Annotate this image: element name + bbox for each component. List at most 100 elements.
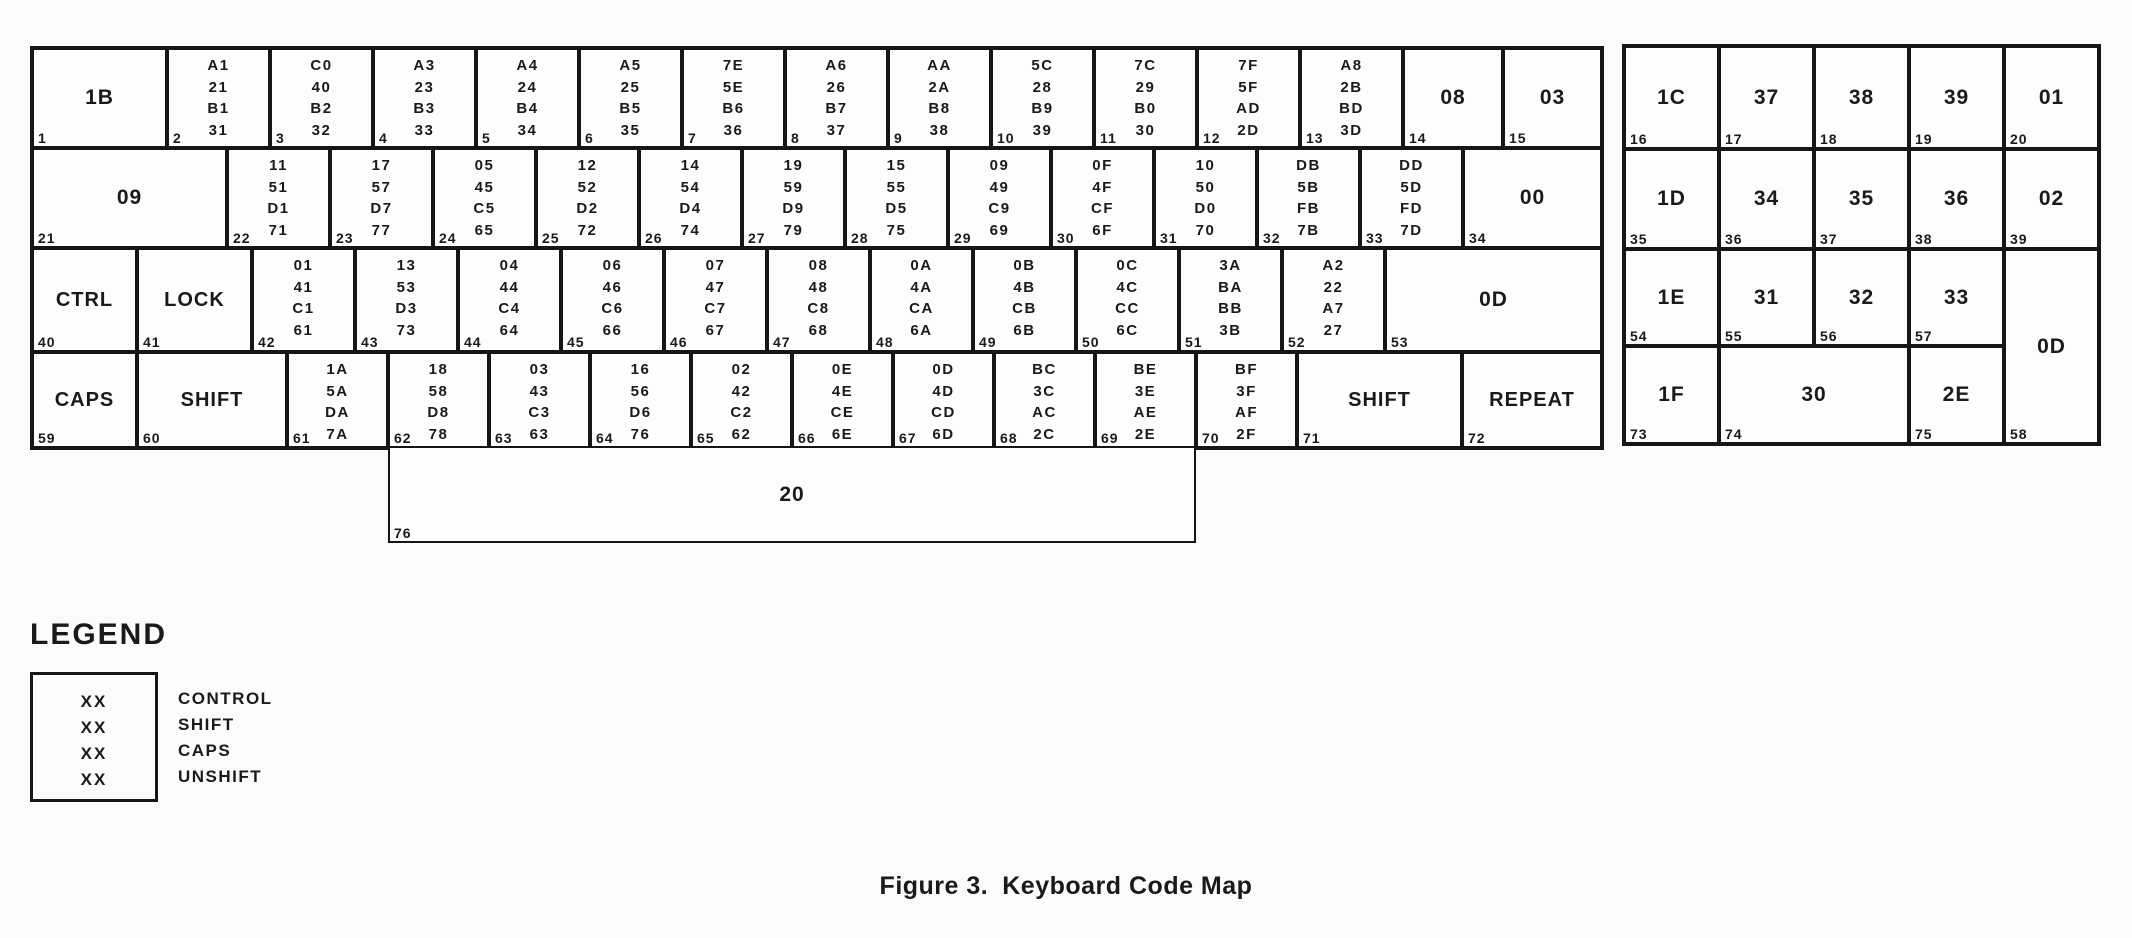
key-code: C7 [704,300,727,317]
key-code: A5 [619,57,642,74]
key-code: 52 [577,178,598,196]
key-code: 54 [680,178,701,196]
key-code: 68 [808,321,829,339]
key-code: 4D [932,382,955,400]
key-code: C6 [601,300,624,317]
key-code: 35 [620,121,641,139]
key-position-number: 38 [1915,231,1933,247]
key-code: 7D [1400,221,1423,239]
key-code: 45 [474,178,495,196]
key-code: 28 [1032,78,1053,96]
key-position-number: 19 [1915,131,1933,147]
legend-box: XX XX XX XX [30,672,158,802]
key-code: B0 [1134,100,1157,117]
key-code: C0 [310,57,333,74]
key-code: 48 [808,278,829,296]
key-code: 51 [268,178,289,196]
key-position-number: 16 [1630,131,1648,147]
key-position-number: 2 [173,130,182,146]
key-code-label: 0D [2037,334,2066,358]
key-code: 58 [428,382,449,400]
key-code: B7 [825,100,848,117]
key-code: 11 [269,157,288,174]
key-code: D2 [576,200,599,217]
key-code: BD [1339,100,1364,117]
key-position-number: 23 [336,230,354,246]
key-code: 13 [396,257,417,274]
key-code-label: 39 [1943,85,1970,109]
key-position-number: 49 [979,334,997,350]
key-code: 33 [414,121,435,139]
key-code: 50 [1195,178,1216,196]
key-code: 79 [783,221,804,239]
key-code: 08 [808,257,829,274]
key-code: A7 [1322,300,1345,317]
key-code: 72 [577,221,598,239]
legend-label: UNSHIFT [178,767,263,786]
key-position-number: 60 [143,430,161,446]
key-position-number: 40 [38,334,56,350]
key-code: C5 [473,200,496,217]
key-code: 32 [311,121,332,139]
key-code: C9 [988,200,1011,217]
key-position-number: 44 [464,334,482,350]
key-code: 3A [1219,257,1242,274]
key-position-number: 56 [1820,328,1838,344]
key-code: D1 [267,200,290,217]
key-position-number: 46 [670,334,688,350]
key-code: 27 [1323,321,1344,339]
key-position-number: 11 [1100,130,1117,146]
key-code: 1A [326,361,349,378]
key-code: D5 [885,200,908,217]
key-position-number: 59 [38,430,56,446]
key-code: FB [1297,200,1320,217]
key-code: 7A [326,425,349,443]
key-code: B8 [928,100,951,117]
key-code: BC [1032,361,1057,378]
key-code: A6 [825,57,848,74]
key-code: 6C [1116,321,1139,339]
key-code: B6 [722,100,745,117]
key-code: B2 [310,100,333,117]
key-position-number: 41 [143,334,161,350]
key-position-number: 3 [276,130,285,146]
key-code-label: 0D [1479,288,1508,311]
key-code: 59 [783,178,804,196]
key-code: AD [1236,100,1261,117]
key-position-number: 53 [1391,334,1409,350]
key-position-number: 27 [748,230,766,246]
key-position-number: 33 [1366,230,1384,246]
legend-code-sample: XX [80,718,108,737]
key-position-number: 47 [773,334,791,350]
